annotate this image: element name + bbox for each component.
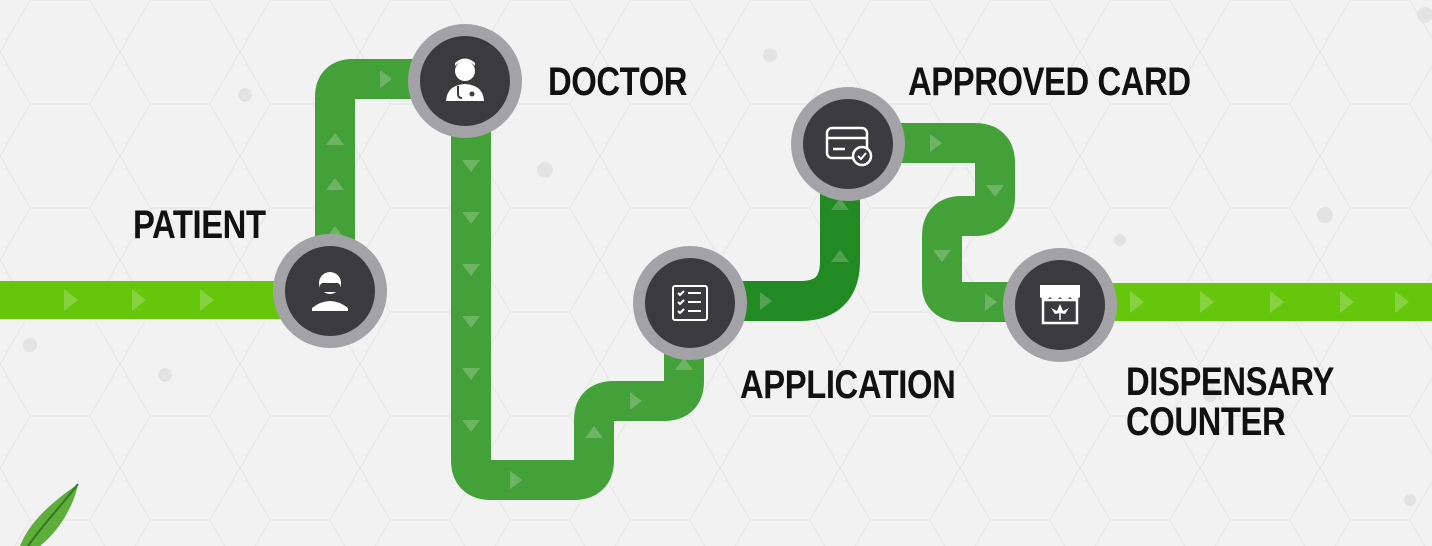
application-label: APPLICATION	[740, 363, 956, 407]
dispensary-label-line1: DISPENSARY	[1126, 360, 1334, 404]
entry-bar	[0, 281, 300, 319]
approved-card-label: APPROVED CARD	[908, 60, 1191, 104]
application-node	[633, 246, 747, 360]
patient-node	[273, 234, 387, 348]
background-dots	[23, 7, 1432, 506]
doctor-label: DOCTOR	[548, 60, 688, 104]
card-node	[791, 87, 905, 201]
dispensary-counter-label: DISPENSARY COUNTER	[1126, 362, 1334, 442]
doctor-icon	[446, 58, 484, 101]
approved-card-icon	[825, 126, 873, 167]
patient-mask-icon	[312, 272, 348, 311]
exit-bar	[1080, 283, 1432, 321]
doctor-node	[408, 24, 522, 138]
flow-arrows	[64, 70, 1409, 489]
dispensary-node	[1003, 248, 1117, 362]
dispensary-store-icon	[1040, 285, 1080, 325]
dispensary-label-line2: COUNTER	[1126, 400, 1286, 444]
journey-path	[315, 59, 1080, 500]
patient-label: PATIENT	[133, 203, 266, 247]
cannabis-leaf-icon	[20, 483, 79, 546]
checklist-icon	[672, 285, 708, 321]
